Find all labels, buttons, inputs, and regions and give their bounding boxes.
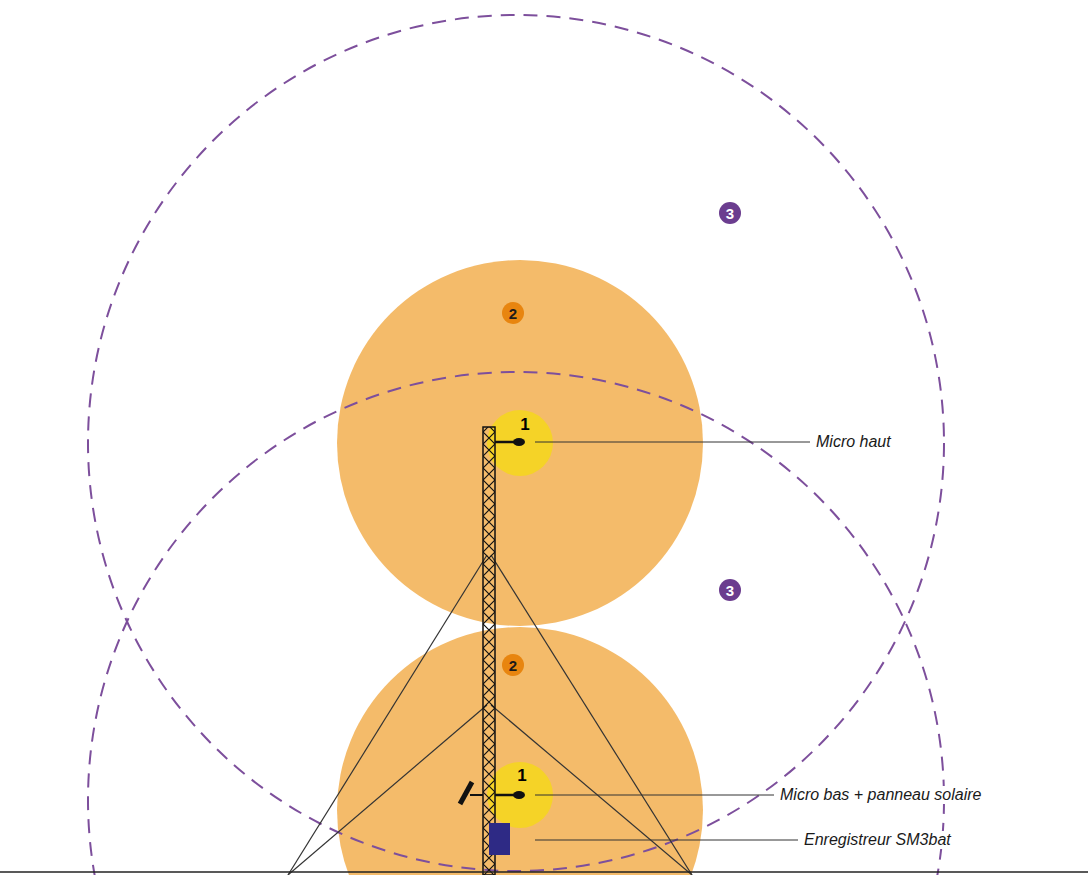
ground-line [0, 871, 1088, 873]
part-label: Micro haut [814, 433, 893, 451]
leader-lines [535, 442, 810, 840]
zone-2-high [337, 260, 703, 626]
callout-number: 1 [520, 416, 529, 433]
mic-low [513, 791, 525, 799]
callout-number: 1 [517, 767, 526, 784]
part-label: Enregistreur SM3bat [802, 831, 953, 849]
part-label: Micro bas + panneau solaire [778, 786, 983, 804]
callout-number: 3 [719, 202, 741, 224]
callout-number: 2 [502, 302, 524, 324]
callout-number: 2 [502, 654, 524, 676]
zone-2-low [337, 627, 703, 875]
solar-panel [460, 782, 472, 804]
zone-3-high [88, 15, 944, 871]
recorder [489, 823, 510, 855]
zone-1-high [487, 410, 553, 476]
callout-number: 3 [719, 579, 741, 601]
solar-panel-arm [470, 794, 483, 796]
mast [483, 427, 495, 875]
mic-high [513, 438, 525, 446]
